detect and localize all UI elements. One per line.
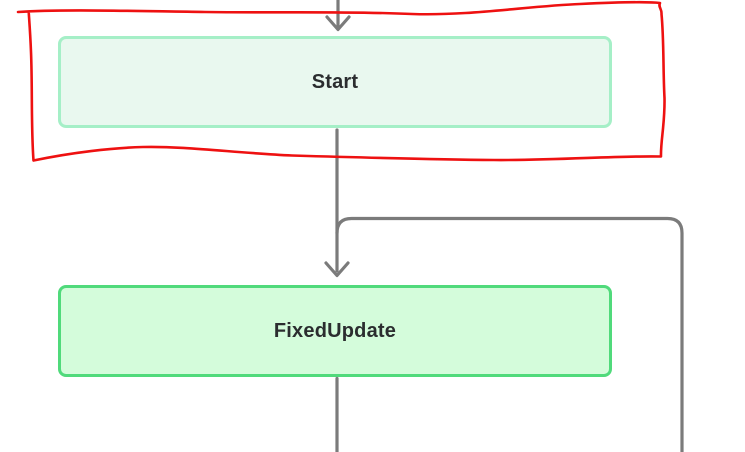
node-start-label: Start [311, 70, 359, 93]
arrowhead-down-icon [325, 15, 351, 32]
node-fixedupdate-label: FixedUpdate [273, 319, 397, 342]
arrowhead-down-icon [324, 261, 350, 278]
node-start: Start [58, 36, 612, 128]
node-fixedupdate: FixedUpdate [58, 285, 612, 377]
